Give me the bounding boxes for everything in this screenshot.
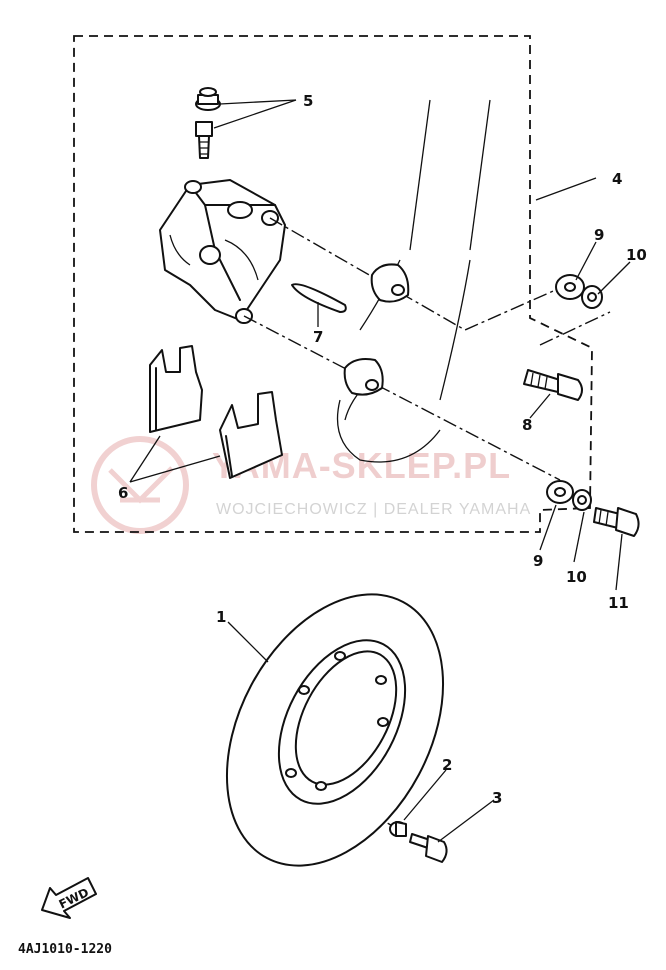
caliper-assembly-boundary [73, 35, 593, 533]
callout-5: 5 [303, 92, 313, 110]
callout-9-lower: 9 [533, 552, 543, 570]
watermark-subtitle: WOJCIECHOWICZ | DEALER YAMAHA [216, 501, 531, 518]
callout-10-lower: 10 [566, 568, 587, 586]
fork-mount-lower [343, 358, 384, 396]
callout-6: 6 [118, 484, 128, 502]
leader-lines [129, 99, 631, 843]
callout-11: 11 [608, 594, 629, 612]
front-fork-outline [336, 99, 491, 463]
forward-arrow-icon: FWD [41, 877, 97, 919]
callout-8: 8 [522, 416, 532, 434]
caliper-bolt-upper [523, 369, 583, 401]
callout-9-upper: 9 [594, 226, 604, 244]
watermark: YAMA-SKLEP.PL WOJCIECHOWICZ | DEALER YAM… [91, 436, 531, 534]
callout-4: 4 [612, 170, 622, 188]
washer-lower [546, 480, 574, 504]
callout-7: 7 [313, 328, 323, 346]
caliper-bolt-lower [593, 507, 640, 537]
axis-line-upper [269, 217, 561, 331]
fork-mount-upper [370, 263, 410, 303]
pad-pin-clip [291, 283, 347, 313]
callout-3: 3 [492, 789, 502, 807]
callout-2: 2 [442, 756, 452, 774]
bleed-screw-cap [195, 87, 221, 111]
washer-upper [555, 274, 585, 300]
brake-caliper [159, 179, 286, 324]
brake-pad-upper [149, 345, 203, 433]
bleed-screw [195, 121, 213, 159]
axis-line-lower-right [539, 311, 611, 346]
axis-line-lower [243, 315, 561, 481]
diagram-part-number: 4AJ1010-1220 [18, 942, 112, 957]
callout-1: 1 [216, 608, 226, 626]
brake-disc [225, 593, 445, 867]
lock-washer-upper [581, 285, 603, 309]
callout-10-upper: 10 [626, 246, 647, 264]
lock-washer-lower [572, 489, 592, 511]
brake-pad-lower [219, 391, 283, 479]
disc-bolt [409, 833, 448, 863]
disc-spacer [389, 821, 407, 837]
watermark-logo-icon [91, 436, 189, 534]
